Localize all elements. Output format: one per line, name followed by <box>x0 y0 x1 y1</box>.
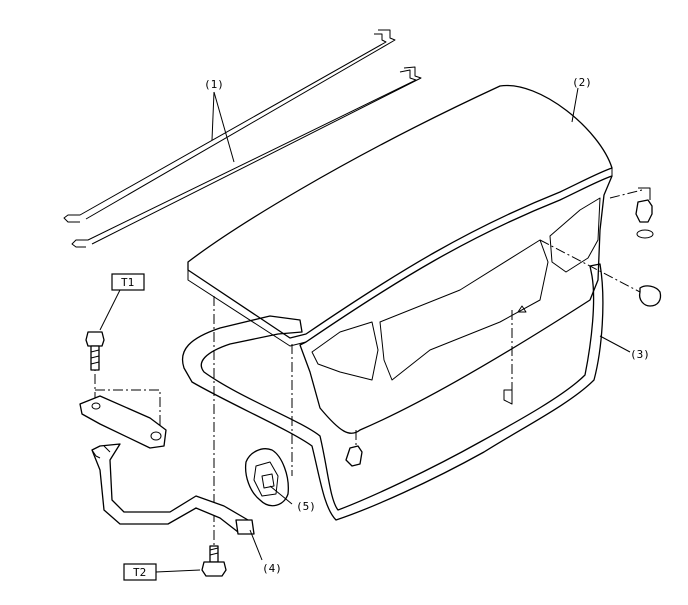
callout-1: (1) <box>204 78 224 91</box>
hinge-assembly <box>79 331 255 577</box>
trunk-lid <box>187 84 613 434</box>
weatherstrip <box>182 263 604 521</box>
callout-3: (3) <box>630 348 650 361</box>
torque-tag-t1: T1 <box>111 273 145 291</box>
callout-5: (5) <box>296 500 316 513</box>
callout-2: (2) <box>572 76 592 89</box>
torque-tag-t1-label: T1 <box>121 276 134 289</box>
leader-lines <box>99 87 631 573</box>
torque-tag-t2: T2 <box>123 563 157 581</box>
torsion-bars <box>63 29 422 248</box>
torque-tag-t2-label: T2 <box>133 566 146 579</box>
clips <box>345 187 662 467</box>
callout-labels: (1) (2) (3) (4) (5) <box>204 76 650 575</box>
trunk-latch <box>244 448 289 507</box>
callout-4: (4) <box>262 562 282 575</box>
